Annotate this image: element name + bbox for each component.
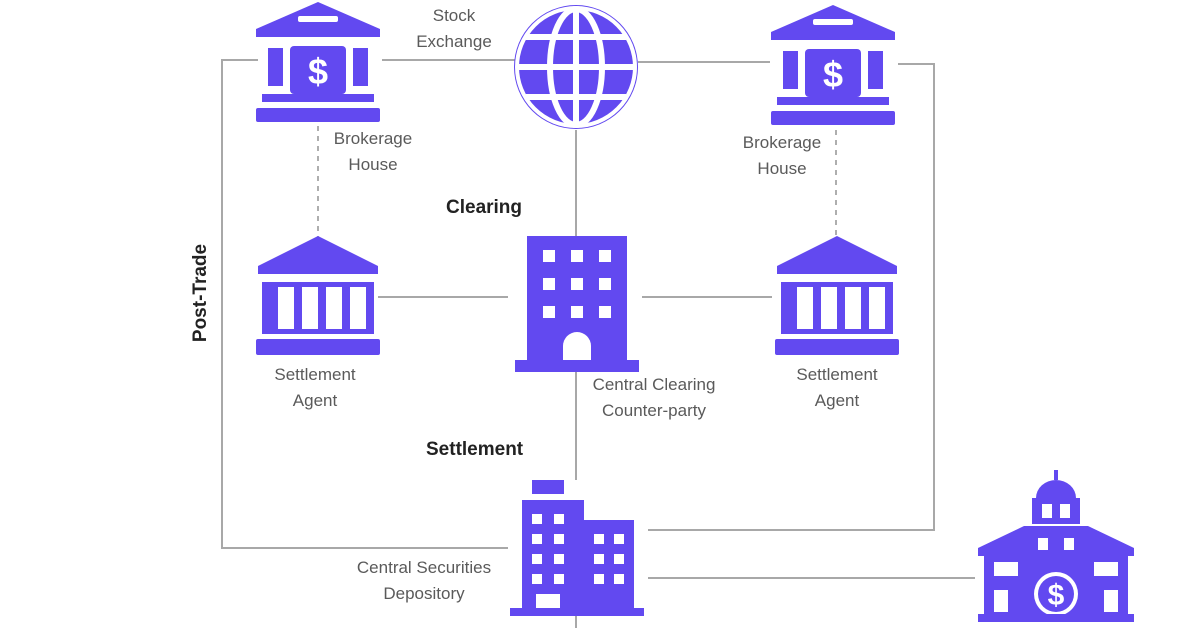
csd-line-2: Depository bbox=[383, 584, 465, 603]
stock-exchange-label: Stock Exchange bbox=[404, 3, 504, 55]
central-bank-dollar-icon: $ bbox=[978, 470, 1134, 622]
left-outer-connector bbox=[221, 59, 508, 549]
svg-text:$: $ bbox=[1048, 579, 1065, 612]
bank-icon bbox=[775, 236, 899, 355]
settlement-agent-left-label: Settlement Agent bbox=[256, 362, 374, 414]
svg-text:$: $ bbox=[308, 51, 328, 92]
settlement-agent-left-line-2: Agent bbox=[292, 391, 338, 410]
brokerage-right-line-2: House bbox=[757, 159, 807, 178]
csd-label: Central Securities Depository bbox=[340, 555, 508, 607]
settlement-agent-right-line-1: Settlement bbox=[796, 365, 878, 384]
post-trade-heading: Post-Trade bbox=[190, 243, 211, 343]
ccp-line-1: Central Clearing bbox=[592, 375, 716, 394]
globe-icon bbox=[514, 5, 638, 129]
office-buildings-icon bbox=[510, 480, 644, 616]
clearing-heading: Clearing bbox=[446, 197, 523, 218]
ccp-label: Central Clearing Counter-party bbox=[578, 372, 730, 424]
svg-text:$: $ bbox=[823, 54, 843, 95]
stock-exchange-line-1: Stock bbox=[432, 6, 476, 25]
bank-dollar-icon: $ bbox=[771, 5, 895, 125]
bank-dollar-icon: $ bbox=[256, 2, 380, 122]
brokerage-left-line-1: Brokerage bbox=[333, 129, 413, 148]
right-outer-connector bbox=[648, 63, 935, 531]
dashed-links bbox=[317, 126, 837, 240]
brokerage-left-line-2: House bbox=[348, 155, 398, 174]
bank-icon bbox=[256, 236, 380, 355]
settlement-heading: Settlement bbox=[426, 439, 524, 460]
ccp-line-2: Counter-party bbox=[602, 401, 706, 420]
office-building-icon bbox=[515, 236, 639, 372]
brokerage-house-left-label: Brokerage House bbox=[318, 126, 428, 178]
settlement-agent-left-line-1: Settlement bbox=[274, 365, 356, 384]
settlement-agent-right-line-2: Agent bbox=[814, 391, 860, 410]
brokerage-right-line-1: Brokerage bbox=[742, 133, 822, 152]
settlement-agent-right-label: Settlement Agent bbox=[778, 362, 896, 414]
brokerage-house-right-label: Brokerage House bbox=[727, 130, 837, 182]
stock-exchange-line-2: Exchange bbox=[416, 32, 492, 51]
csd-line-1: Central Securities bbox=[356, 558, 492, 577]
